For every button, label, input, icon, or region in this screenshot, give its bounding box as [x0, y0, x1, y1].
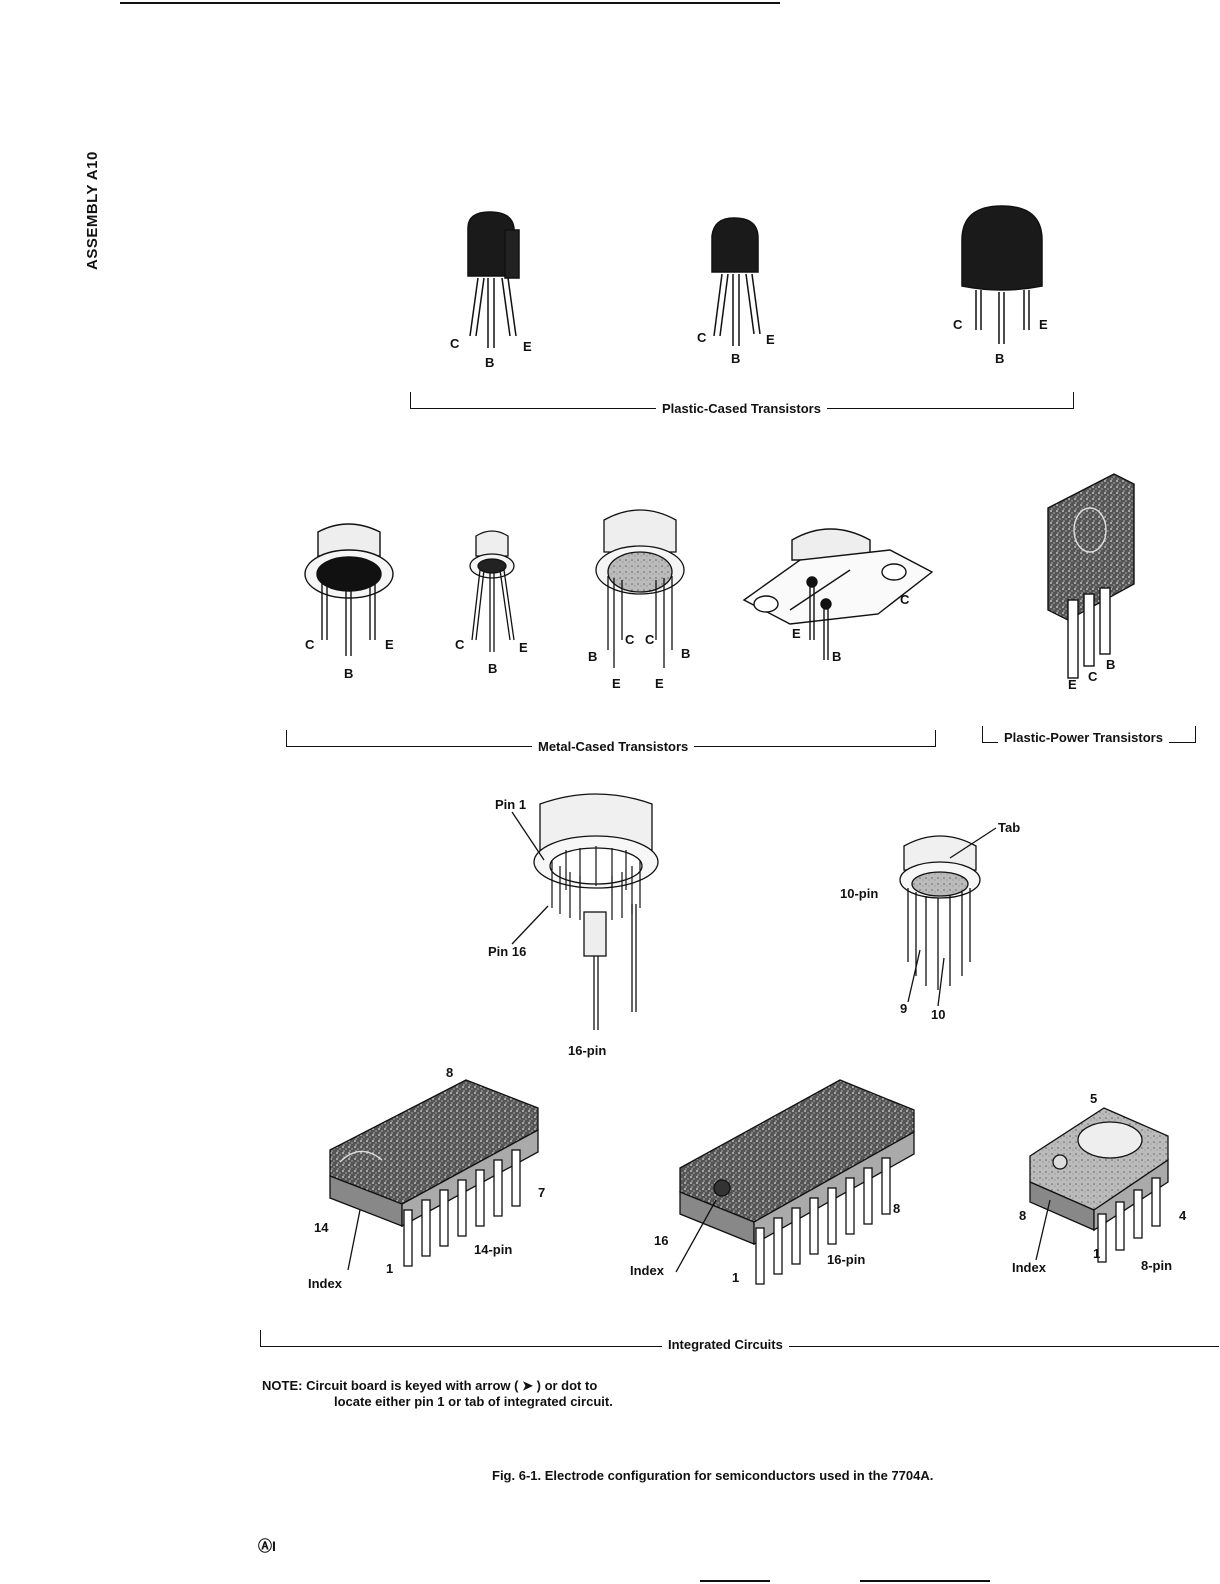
lead-label-c: C	[305, 637, 315, 652]
ic-10pin-can	[899, 827, 997, 1007]
metal-cased-caption: Metal-Cased Transistors	[532, 740, 695, 753]
note-line1: Circuit board is keyed with arrow (	[306, 1378, 519, 1393]
dip16-index-label: Index	[630, 1263, 664, 1278]
dip8-pin4-label: 4	[1179, 1208, 1187, 1223]
sixteen-pin-can-label: 16-pin	[568, 1043, 607, 1058]
lead-label-e: E	[1039, 317, 1048, 332]
dip16-pin1-label: 1	[732, 1270, 740, 1285]
key-arrow-icon: ➤	[522, 1378, 533, 1393]
metal-transistor-2	[469, 530, 515, 652]
figure-caption: Fig. 6-1. Electrode configuration for se…	[492, 1468, 934, 1483]
dip8-pin5-label: 5	[1090, 1091, 1098, 1106]
lead-label-c: C	[455, 637, 465, 652]
lead-label-e: E	[1068, 677, 1077, 692]
lead-label-b: B	[995, 351, 1005, 366]
dip16-pin8-label: 8	[893, 1201, 901, 1216]
dip14-pin7-label: 7	[538, 1185, 546, 1200]
dip14-pin8-label: 8	[446, 1065, 454, 1080]
ic-8pin-dip	[1029, 1107, 1169, 1263]
dip8-pin8-label: 8	[1019, 1208, 1027, 1223]
note-line1-end: ) or dot to	[536, 1378, 598, 1393]
lead-label-e: E	[792, 626, 801, 641]
eight-pin-label: 8-pin	[1141, 1258, 1173, 1273]
pin1-label: Pin 1	[495, 797, 527, 812]
ic-16pin-can	[511, 793, 659, 1030]
lead-label-e: E	[766, 332, 775, 347]
metal-transistor-1	[304, 523, 394, 656]
lead-label-b: B	[485, 355, 495, 370]
lead-label-c: C	[625, 632, 635, 647]
dip8-pin1-label: 1	[1093, 1246, 1101, 1261]
dip8-index-label: Index	[1012, 1260, 1046, 1275]
note-prefix: NOTE:	[262, 1378, 303, 1393]
plastic-cased-caption: Plastic-Cased Transistors	[656, 402, 827, 415]
lead-label-b: B	[588, 649, 598, 664]
lead-label-c: C	[645, 632, 655, 647]
dip16-pin16-label: 16	[654, 1233, 669, 1248]
ten-pin-label: 10-pin	[840, 886, 879, 901]
pin16-label: Pin 16	[488, 944, 527, 959]
pin10-label: 10	[931, 1007, 946, 1022]
lead-label-b: B	[1106, 657, 1116, 672]
plastic-transistor-3	[961, 205, 1043, 344]
lead-label-e: E	[523, 339, 532, 354]
metal-transistor-3	[595, 509, 685, 668]
lead-label-c: C	[450, 336, 460, 351]
lead-label-e: E	[385, 637, 394, 652]
tab-label: Tab	[998, 820, 1021, 835]
plastic-power-transistor	[1047, 473, 1135, 679]
sixteen-pin-dip-label: 16-pin	[827, 1252, 866, 1267]
lead-label-c: C	[697, 330, 707, 345]
fourteen-pin-label: 14-pin	[474, 1242, 513, 1257]
plastic-transistor-2	[711, 217, 761, 346]
lead-label-b: B	[344, 666, 354, 681]
lead-label-e: E	[655, 676, 664, 691]
lead-label-b: B	[681, 646, 691, 661]
note: NOTE: Circuit board is keyed with arrow …	[262, 1378, 613, 1410]
footer-mark: ⒶI	[258, 1538, 276, 1554]
lead-label-b: B	[731, 351, 741, 366]
lead-label-c: C	[1088, 669, 1098, 684]
lead-label-e: E	[519, 640, 528, 655]
pin9-label: 9	[900, 1001, 908, 1016]
ic-16pin-dip	[675, 1079, 915, 1285]
plastic-transistor-1	[467, 211, 520, 348]
lead-label-e: E	[612, 676, 621, 691]
top-rule	[120, 2, 780, 4]
note-line2: locate either pin 1 or tab of integrated…	[334, 1394, 613, 1409]
ic-14pin-dip	[329, 1079, 539, 1271]
dip14-index-label: Index	[308, 1276, 342, 1291]
plastic-power-caption: Plastic-Power Transistors	[998, 731, 1169, 744]
dip14-pin14-label: 14	[314, 1220, 329, 1235]
lead-label-b: B	[488, 661, 498, 676]
bottom-rule-right	[860, 1580, 990, 1582]
metal-transistor-4	[742, 528, 934, 660]
integrated-circuits-caption: Integrated Circuits	[662, 1338, 789, 1351]
lead-label-b: B	[832, 649, 842, 664]
lead-label-c: C	[953, 317, 963, 332]
bottom-rule-left	[700, 1580, 770, 1582]
lead-label-c: C	[900, 592, 910, 607]
dip14-pin1-label: 1	[386, 1261, 394, 1276]
